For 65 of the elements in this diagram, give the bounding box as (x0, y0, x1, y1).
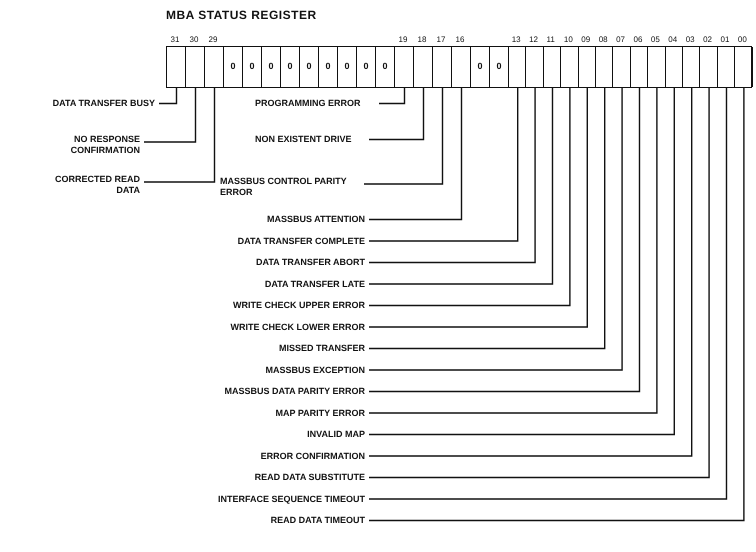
field-label: DATA TRANSFER ABORT (256, 257, 365, 268)
register-title: MBA STATUS REGISTER (166, 8, 317, 22)
bit-number: 10 (564, 35, 573, 44)
leader-line (379, 87, 406, 104)
bit-number: 04 (668, 35, 678, 44)
bit-value: 0 (326, 61, 331, 71)
field-label: ERROR CONFIRMATION (260, 450, 365, 462)
field-label: MASSBUS DATA PARITY ERROR (224, 386, 365, 397)
leader-line (369, 87, 554, 285)
bit-value: 0 (306, 61, 312, 71)
bit-number: 05 (650, 35, 660, 44)
field-label: MASSBUS CONTROL PARITY ERROR (220, 176, 360, 198)
bit-number: 31 (170, 35, 180, 44)
field-label: READ DATA TIMEOUT (270, 515, 365, 526)
bit-number: 07 (616, 35, 625, 44)
bit-value: 0 (382, 61, 388, 71)
bit-number: 02 (703, 35, 712, 44)
field-label: INVALID MAP (307, 429, 365, 440)
field-label: CORRECTED READ DATA (40, 174, 140, 196)
field-label: MASSBUS ATTENTION (267, 214, 365, 225)
leader-line (369, 87, 536, 264)
bit-value: 0 (364, 61, 369, 71)
field-label: WRITE CHECK LOWER ERROR (230, 322, 365, 332)
bit-number: 11 (546, 35, 555, 44)
bit-number: 13 (512, 35, 521, 44)
bit-value: 0 (250, 61, 255, 71)
bit-number: 08 (598, 35, 608, 44)
bit-number: 18 (418, 35, 426, 44)
bit-number: 19 (398, 35, 408, 44)
leader-line (364, 87, 444, 185)
field-label: INTERFACE SEQUENCE TIMEOUT (218, 494, 365, 504)
leader-line (144, 87, 196, 143)
bit-value: 0 (288, 61, 293, 71)
leader-line (369, 87, 462, 220)
field-label: MAP PARITY ERROR (275, 408, 365, 418)
field-label: NO RESPONSE CONFIRMATION (30, 134, 140, 156)
bit-number: 03 (686, 35, 695, 44)
field-label: DATA TRANSFER LATE (264, 278, 365, 290)
field-label: READ DATA SUBSTITUTE (254, 472, 365, 483)
bit-value: 0 (496, 61, 502, 71)
bit-number: 17 (436, 35, 446, 44)
bit-value: 0 (268, 61, 274, 71)
field-label: MASSBUS EXCEPTION (265, 364, 365, 376)
leader-line (369, 87, 571, 306)
bit-number: 29 (208, 35, 218, 44)
bit-number: 12 (529, 35, 538, 44)
leader-line (159, 87, 178, 104)
leader-line (369, 87, 424, 140)
leader-line (144, 87, 216, 183)
bit-number: 09 (581, 35, 590, 44)
bit-number: 30 (190, 35, 198, 44)
bit-value: 0 (478, 61, 483, 71)
bit-number: 01 (720, 35, 730, 44)
field-label: DATA TRANSFER COMPLETE (238, 236, 365, 246)
field-label: DATA TRANSFER BUSY (35, 98, 155, 109)
field-label: MISSED TRANSFER (278, 343, 365, 354)
bit-value: 0 (230, 61, 236, 71)
bit-value: 0 (344, 61, 350, 71)
field-label: NON EXISTENT DRIVE (255, 134, 365, 145)
leader-line (369, 87, 518, 242)
bit-number: 00 (738, 35, 747, 44)
bit-number: 06 (634, 35, 642, 44)
bit-number: 16 (456, 35, 464, 44)
field-label: WRITE CHECK UPPER ERROR (232, 300, 365, 311)
field-label: PROGRAMMING ERROR (255, 98, 375, 109)
